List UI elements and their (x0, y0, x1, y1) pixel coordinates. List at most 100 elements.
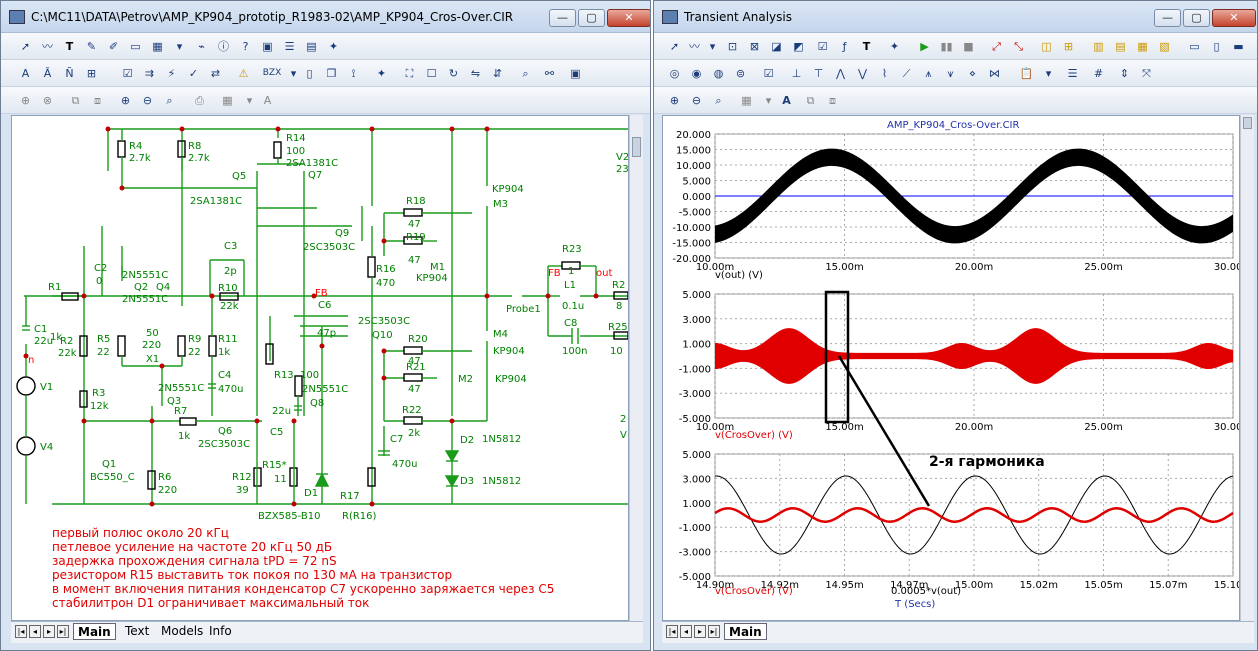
chart-icon-2[interactable]: ◩ (793, 40, 804, 53)
global-low-icon[interactable]: ⩛ (947, 67, 954, 80)
page-icon[interactable]: ▯ (306, 67, 313, 80)
zoom-100-icon[interactable]: ⌕ (166, 94, 173, 107)
layout-icon-4[interactable]: ▧ (1159, 40, 1170, 53)
tab-plot-main[interactable]: Main (724, 623, 767, 640)
check-list-icon[interactable]: ☑ (763, 67, 774, 80)
transient-titlebar[interactable]: Transient Analysis — ▢ ✕ (654, 1, 1257, 33)
tile-icon-1[interactable]: ▭ (1189, 40, 1200, 53)
props-icon-2[interactable]: ✦ (376, 67, 387, 80)
list-icon-2[interactable]: ☰ (1067, 67, 1078, 80)
group-icon[interactable]: ⧉ (71, 94, 80, 107)
chart-icon-1[interactable]: ◪ (771, 40, 782, 53)
snap-icon[interactable]: ⟟ (351, 67, 356, 80)
tab-models[interactable]: Models (161, 624, 204, 638)
dropdown-icon-3[interactable]: ▾ (246, 94, 253, 107)
mirror-icon[interactable]: ⇵ (492, 67, 503, 80)
close-button-2[interactable]: ✕ (1212, 9, 1256, 27)
wire-icon-2[interactable]: 〰 (689, 40, 700, 53)
function-icon[interactable]: ƒ (842, 40, 847, 53)
flow-icon[interactable]: ⇉ (144, 67, 155, 80)
schematic-canvas[interactable]: R4 2.7k R8 2.7k R14 100 2SA1381C Q5 Q7 2… (11, 115, 629, 621)
grid-icon[interactable]: ▦ (152, 40, 163, 53)
node-voltages-icon[interactable]: Ā (43, 67, 52, 80)
box-icon[interactable]: ☐ (426, 67, 437, 80)
scale-icon[interactable]: ⊡ (727, 40, 738, 53)
pin-connections-icon[interactable]: ⊞ (86, 67, 97, 80)
zoom-window-icon[interactable]: ⌕ (715, 94, 722, 107)
cursor-left-icon[interactable]: ⤢ (992, 40, 1001, 53)
pen-icon[interactable]: ✎ (86, 40, 97, 53)
info-icon[interactable]: ⓘ (218, 40, 229, 53)
minimize-button[interactable]: — (549, 9, 576, 27)
binoculars-icon[interactable]: ⚯ (544, 67, 555, 80)
dropdown-icon-2[interactable]: ▾ (290, 67, 297, 80)
schematic-titlebar[interactable]: C:\MC11\DATA\Petrov\AMP_KP904_prototip_R… (1, 1, 650, 33)
tile-icon-3[interactable]: ▬ (1233, 40, 1244, 53)
numbers-icon[interactable]: # (1093, 67, 1104, 80)
zoom-out-icon-2[interactable]: ⊖ (691, 94, 702, 107)
maximize-button[interactable]: ▢ (578, 9, 605, 27)
ungroup-icon[interactable]: ⧈ (94, 94, 101, 107)
next-page-button[interactable]: ▸ (43, 625, 55, 638)
copy-page-icon[interactable]: ❐ (326, 67, 337, 80)
layout-icon-1[interactable]: ▥ (1093, 40, 1104, 53)
grid-icon-2[interactable]: ⊞ (1063, 40, 1074, 53)
table-icon[interactable]: ▤ (306, 40, 317, 53)
fit-icon[interactable]: ⇕ (1119, 67, 1130, 80)
stop-icon[interactable]: ■ (963, 40, 974, 53)
probe-icon[interactable]: ⌁ (198, 40, 205, 53)
step-up-icon[interactable]: ⊕ (20, 94, 31, 107)
properties-icon[interactable]: ✦ (328, 40, 339, 53)
last-page-button[interactable]: ▸| (57, 625, 69, 638)
cursor-right-icon[interactable]: ⤡ (1014, 40, 1023, 53)
properties-icon-2[interactable]: ✦ (889, 40, 900, 53)
peak-icon[interactable]: ⊥ (791, 67, 802, 80)
text-icon-2[interactable]: T (862, 40, 871, 53)
font-icon[interactable]: A (263, 94, 272, 107)
component-icon[interactable]: ▣ (262, 40, 273, 53)
bus-icon[interactable]: ▭ (130, 40, 141, 53)
text-icon[interactable]: T (65, 40, 74, 53)
grid-view-icon-2[interactable]: ▦ (741, 94, 752, 107)
bzx-icon[interactable]: BZX (262, 68, 282, 78)
help-icon[interactable]: ? (242, 40, 249, 53)
first-page-button[interactable]: |◂ (15, 625, 27, 638)
last-tab-button[interactable]: ▸| (708, 625, 720, 638)
scrollbar-thumb[interactable] (632, 137, 641, 157)
print-icon[interactable]: ⎙ (195, 94, 204, 107)
point-icon[interactable]: ⋄ (969, 67, 976, 80)
brush-icon[interactable]: ✐ (108, 40, 119, 53)
node-numbers-icon[interactable]: A (21, 67, 30, 80)
slope-icon[interactable]: ⟋ (902, 67, 911, 80)
zoom-in-icon[interactable]: ⊕ (120, 94, 131, 107)
plot-vertical-scrollbar[interactable] (1240, 115, 1254, 621)
attribute-icon[interactable]: ☑ (122, 67, 133, 80)
dropdown-icon-6[interactable]: ▾ (765, 94, 772, 107)
vertical-scrollbar[interactable] (629, 115, 643, 621)
first-tab-button[interactable]: |◂ (666, 625, 678, 638)
flip-icon[interactable]: ⇋ (470, 67, 481, 80)
plot-scrollbar-thumb[interactable] (1243, 117, 1252, 129)
pause-icon[interactable]: ▮▮ (940, 40, 953, 53)
zoom-fit-icon[interactable]: ▣ (570, 67, 581, 80)
clipboard-icon[interactable]: 📋 (1019, 67, 1034, 80)
prev-tab-button[interactable]: ◂ (680, 625, 692, 638)
tab-main[interactable]: Main (73, 623, 116, 640)
step-down-icon[interactable]: ⊗ (42, 94, 53, 107)
box-icon-2[interactable]: ◫ (1041, 40, 1052, 53)
group-icon-2[interactable]: ⧉ (806, 94, 815, 107)
next-tab-button[interactable]: ▸ (694, 625, 706, 638)
scope-icon-3[interactable]: ◍ (713, 67, 724, 80)
low-icon[interactable]: ⋁ (857, 67, 868, 80)
ungroup-icon-2[interactable]: ⧈ (829, 94, 836, 107)
zoom-out-icon[interactable]: ⊖ (142, 94, 153, 107)
wire-icon[interactable]: 〰 (42, 40, 53, 53)
tile-icon-2[interactable]: ▯ (1213, 40, 1220, 53)
scope-icon-1[interactable]: ◎ (669, 67, 680, 80)
prev-page-button[interactable]: ◂ (29, 625, 41, 638)
high-icon[interactable]: ⋀ (835, 67, 846, 80)
select-arrow-icon-2[interactable]: ➚ (669, 40, 680, 53)
layout-icon-3[interactable]: ▦ (1137, 40, 1148, 53)
maximize-button-2[interactable]: ▢ (1183, 9, 1210, 27)
